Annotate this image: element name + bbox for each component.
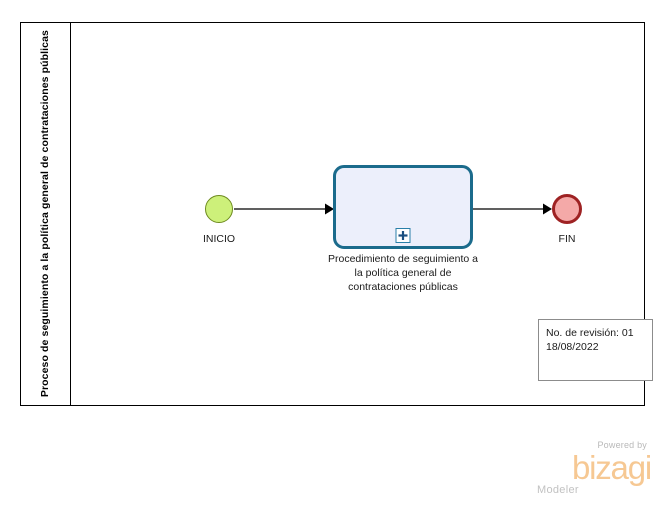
lane-body: INICIO Procedimiento de seguimiento a la… bbox=[71, 23, 653, 407]
revision-annotation-box[interactable]: No. de revisión: 01 18/08/2022 bbox=[538, 319, 653, 381]
bizagi-logo-text: bizagi bbox=[571, 449, 652, 486]
arrowhead-icon bbox=[325, 203, 334, 215]
arrowhead-icon bbox=[543, 203, 552, 215]
bpmn-pool[interactable]: Proceso de seguimiento a la política gen… bbox=[20, 22, 653, 407]
plus-marker-icon[interactable] bbox=[395, 228, 411, 243]
bizagi-watermark: Powered by bizagi Modeler bbox=[521, 440, 652, 503]
revision-number-line: No. de revisión: 01 bbox=[546, 327, 634, 339]
end-event[interactable] bbox=[552, 194, 582, 224]
end-event-label: FIN bbox=[558, 233, 576, 245]
start-event-label: INICIO bbox=[202, 233, 236, 245]
watermark-product-text: Modeler bbox=[537, 484, 579, 496]
lane-header[interactable]: Proceso de seguimiento a la política gen… bbox=[21, 23, 71, 405]
subprocess-task-label: Procedimiento de seguimiento a la políti… bbox=[327, 253, 478, 293]
sequence-flow-start-to-task[interactable] bbox=[71, 23, 646, 407]
start-event[interactable] bbox=[205, 195, 233, 223]
revision-date-line: 18/08/2022 bbox=[546, 341, 599, 354]
watermark-powered-by-text: Powered by bbox=[597, 440, 647, 450]
lane-header-label: Proceso de seguimiento a la política gen… bbox=[38, 30, 51, 398]
subprocess-task[interactable] bbox=[333, 165, 473, 249]
